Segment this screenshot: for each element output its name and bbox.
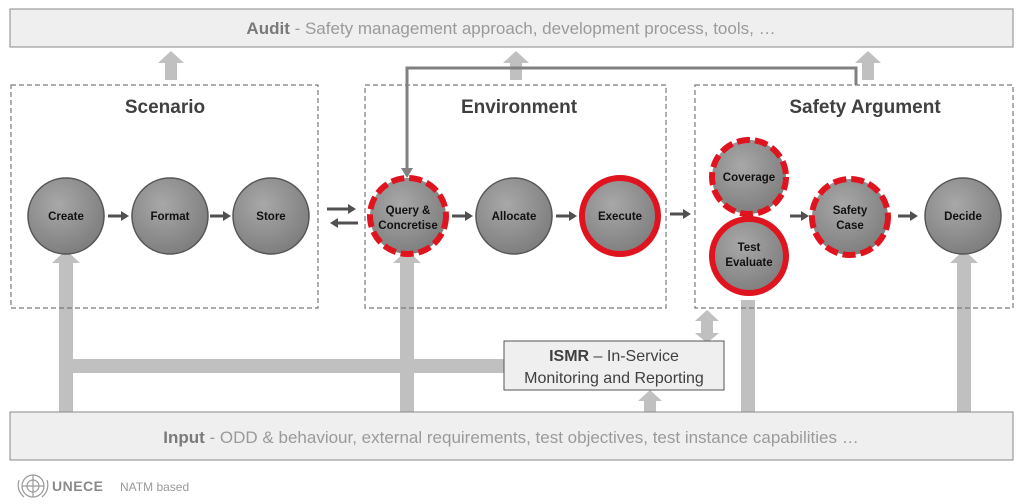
footer-note: NATM based	[120, 480, 189, 494]
node-store: Store	[232, 177, 310, 255]
flow-arrows	[108, 204, 918, 228]
node-query-label-2: Concretise	[378, 220, 437, 232]
feedback-connectors	[52, 51, 978, 412]
ismr-line-1-rest: – In-Service	[589, 348, 679, 365]
node-coverage-label: Coverage	[723, 172, 775, 184]
environment-title: Environment	[461, 97, 578, 118]
audit-label: Audit	[246, 19, 290, 38]
audit-bar	[9, 8, 1014, 48]
node-create-label: Create	[48, 211, 84, 223]
node-create: Create	[27, 177, 105, 255]
node-decide-label: Decide	[944, 211, 982, 223]
audit-description: - Safety management approach, developmen…	[290, 19, 776, 38]
safety-argument-title: Safety Argument	[789, 97, 941, 118]
footer-brand: UNECE	[52, 478, 104, 494]
environment-box	[364, 84, 667, 309]
node-allocate-label: Allocate	[492, 211, 537, 223]
node-execute: Execute	[579, 175, 661, 257]
input-description: - ODD & behaviour, external requirements…	[205, 428, 859, 447]
loopback-arrowhead	[401, 168, 413, 178]
node-safety-case-label-1: Safety	[833, 205, 868, 217]
un-emblem-icon	[17, 474, 49, 498]
audit-text: Audit - Safety management approach, deve…	[246, 19, 775, 38]
input-text: Input - ODD & behaviour, external requir…	[163, 428, 858, 447]
node-decide: Decide	[924, 177, 1002, 255]
node-format: Format	[131, 177, 209, 255]
node-store-label: Store	[256, 211, 285, 223]
scenario-title: Scenario	[125, 97, 205, 118]
node-execute-label: Execute	[598, 211, 642, 223]
node-test-evaluate-label-2: Evaluate	[725, 257, 772, 269]
input-bar	[9, 411, 1014, 461]
ismr-line-2: Monitoring and Reporting	[524, 370, 704, 387]
node-test-evaluate-label-1: Test	[738, 242, 761, 254]
node-format-label: Format	[151, 211, 190, 223]
node-safety-case: Safety Case	[809, 176, 891, 258]
node-safety-case-label-2: Case	[836, 220, 864, 232]
node-coverage: Coverage	[709, 137, 789, 217]
input-label: Input	[163, 428, 205, 447]
node-query-label-1: Query &	[386, 205, 431, 217]
node-allocate: Allocate	[475, 177, 553, 255]
ismr-line-1: ISMR – In-Service	[549, 348, 679, 365]
ismr-box	[503, 340, 725, 391]
safety-argument-box	[694, 84, 1014, 309]
ismr-label: ISMR	[549, 348, 589, 365]
loopback-line	[405, 66, 858, 170]
node-test-evaluate: Test Evaluate	[709, 216, 789, 296]
scenario-box	[10, 84, 319, 309]
node-query-concretise: Query & Concretise	[367, 175, 449, 257]
